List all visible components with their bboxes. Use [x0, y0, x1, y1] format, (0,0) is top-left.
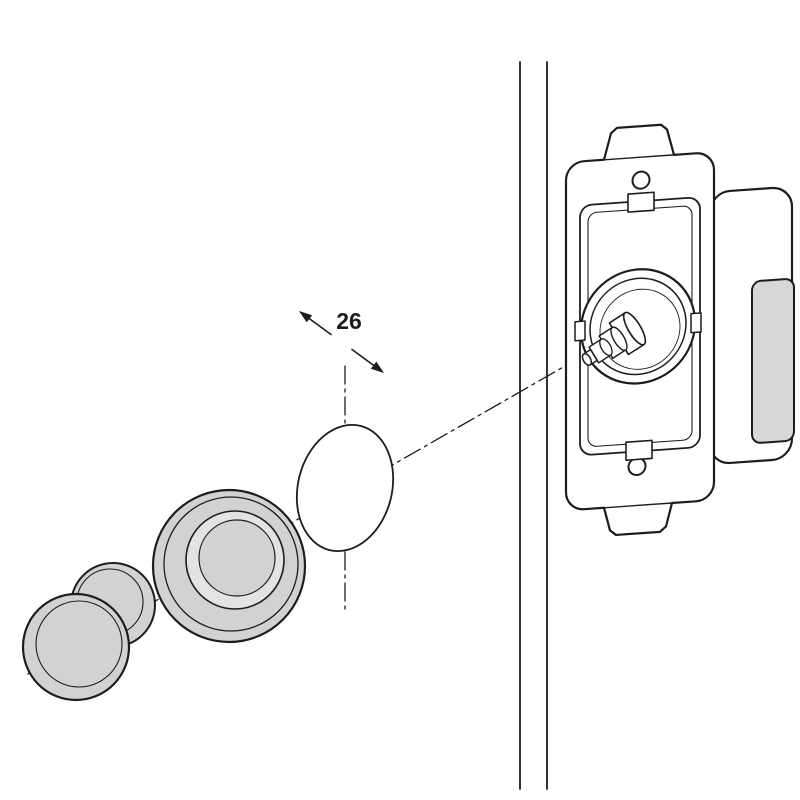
- lock-cam-ring-inner: [599, 288, 681, 370]
- dimension-arrowhead-upper: [299, 311, 313, 323]
- lock-clip-bottom: [625, 439, 653, 462]
- rosette-hub: [198, 519, 276, 597]
- knob-front-face: [21, 592, 131, 702]
- lock-screw-hole-top: [631, 170, 651, 190]
- dimension-arrowhead-lower: [370, 361, 384, 373]
- lock-clip-top: [627, 191, 655, 213]
- spindle-tip-face: [581, 352, 593, 366]
- spindle-step-face-2: [599, 338, 613, 357]
- knob-front-bevel-line: [35, 600, 123, 688]
- spindle-base-face: [622, 311, 647, 346]
- lock-tab-base-line-bottom: [603, 502, 673, 509]
- lock-ring-notch-left: [574, 320, 586, 342]
- panel-lines: [519, 61, 548, 790]
- dimension-label: 26: [336, 308, 362, 334]
- lock-ring-notch-right: [690, 312, 702, 334]
- lock-latch-button: [751, 278, 795, 444]
- rosette: [151, 488, 307, 644]
- lock-cam-ring-mid: [589, 277, 687, 376]
- rosette-rim-line: [163, 496, 299, 632]
- push-lock-body: [564, 123, 795, 537]
- spindle-step-face-1: [610, 326, 628, 351]
- drill-hole-ellipse: [295, 423, 395, 553]
- knob-front: [21, 592, 131, 702]
- dimension-26: 26: [299, 308, 384, 373]
- lock-spindle: [581, 311, 647, 366]
- lock-tab-base-line-top: [603, 154, 675, 161]
